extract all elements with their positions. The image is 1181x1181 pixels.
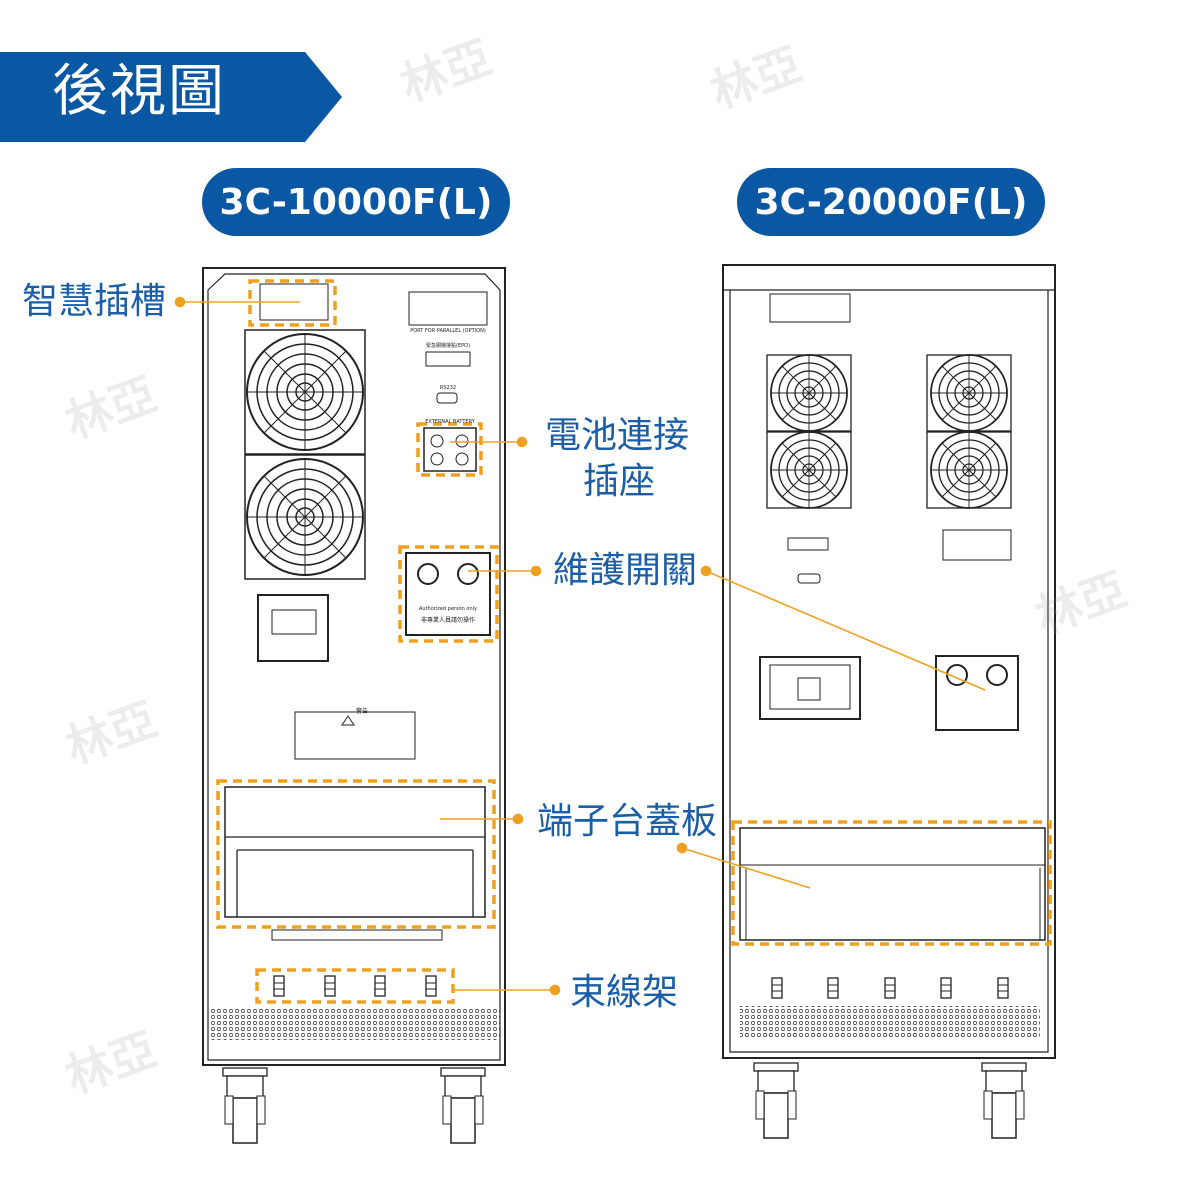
external-battery-label: EXTERNAL BATTERY xyxy=(425,419,475,425)
callout-cable-rack: 束線架 xyxy=(570,972,679,1013)
model-badge-10000: 3C-10000F(L) xyxy=(202,168,510,236)
parallel-port-label: PORT FOR PARALLEL (OPTION) xyxy=(410,328,486,334)
warning-label: 警告 xyxy=(356,708,369,715)
highlight-boxes xyxy=(216,279,1052,1004)
title-banner xyxy=(0,52,342,142)
page-title: 後視圖 xyxy=(52,59,226,124)
callout-maintenance-switch: 維護開關 xyxy=(553,550,698,591)
model-badge-20000: 3C-20000F(L) xyxy=(737,168,1045,236)
cabinet-10000 xyxy=(202,267,506,1144)
callout-terminal-cover: 端子台蓋板 xyxy=(537,801,718,842)
authorized-zh-label: 非專業人員請勿操作 xyxy=(420,617,475,624)
authorized-label: Authorized person only xyxy=(419,606,477,612)
epo-label: 緊急關機接點(EPO) xyxy=(425,343,470,349)
rs232-label: RS232 xyxy=(439,385,457,391)
callout-battery-line2: 插座 xyxy=(583,461,656,502)
callout-leaders xyxy=(174,296,986,996)
cabinet-20000 xyxy=(722,264,1056,1139)
callout-battery-line1: 電池連接 xyxy=(545,415,690,456)
callout-smart-slot: 智慧插槽 xyxy=(22,281,167,322)
